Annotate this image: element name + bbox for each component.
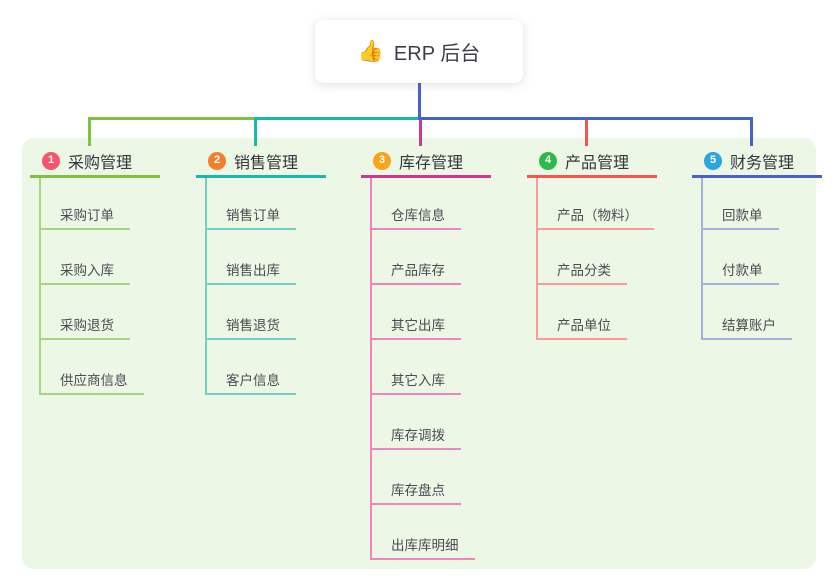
branch-number-badge: 4 [539,151,557,170]
child-node[interactable]: 结算账户 [702,314,792,340]
child-node[interactable]: 出库库明细 [371,534,475,560]
child-rail-1 [39,175,41,395]
child-label: 采购入库 [60,263,114,278]
connector-branch-3-vertical [418,117,422,146]
child-node[interactable]: 付款单 [702,259,779,285]
child-label: 仓库信息 [391,208,445,223]
child-node[interactable]: 采购入库 [40,259,130,285]
child-node[interactable]: 销售退货 [206,314,296,340]
child-node[interactable]: 客户信息 [206,369,296,395]
child-node[interactable]: 产品库存 [371,259,461,285]
child-node[interactable]: 产品单位 [537,314,627,340]
branch-number-badge: 5 [704,151,722,170]
branch-title: 库存管理 [399,154,464,172]
child-node[interactable]: 其它入库 [371,369,461,395]
branch-node-2[interactable]: 2 销售管理 [196,146,326,178]
child-rail-3 [370,175,372,560]
branch-title: 财务管理 [730,154,795,172]
child-label: 产品（物料） [557,208,638,223]
mindmap-panel [22,138,816,569]
branch-number-badge: 1 [42,151,60,170]
child-label: 供应商信息 [60,373,128,388]
child-rail-4 [536,175,538,340]
child-rail-2 [205,175,207,395]
child-label: 库存调拨 [391,428,445,443]
connector-branch-2-horizontal [253,117,421,120]
child-label: 付款单 [722,263,763,278]
child-label: 客户信息 [226,373,280,388]
branch-number-badge: 3 [373,151,391,170]
connector-branch-1-vertical [87,117,91,146]
child-node[interactable]: 产品（物料） [537,204,654,230]
child-node[interactable]: 库存调拨 [371,424,461,450]
child-label: 产品分类 [557,263,611,278]
child-node[interactable]: 供应商信息 [40,369,144,395]
child-label: 销售退货 [226,318,280,333]
connector-branch-5-vertical [749,117,753,146]
branch-title: 销售管理 [234,154,299,172]
root-node[interactable]: 👍 ERP 后台 [315,20,523,83]
branch-title: 采购管理 [68,154,133,172]
branch-title: 产品管理 [565,154,630,172]
child-node[interactable]: 回款单 [702,204,779,230]
branch-node-1[interactable]: 1 采购管理 [30,146,160,178]
child-label: 采购退货 [60,318,114,333]
child-node[interactable]: 销售订单 [206,204,296,230]
child-label: 产品单位 [557,318,611,333]
thumbs-up-icon: 👍 [357,40,384,63]
child-label: 库存盘点 [391,483,445,498]
connector-trunk [418,83,421,120]
child-label: 其它出库 [391,318,445,333]
child-label: 销售出库 [226,263,280,278]
child-rail-5 [701,175,703,340]
child-node[interactable]: 产品分类 [537,259,627,285]
child-label: 结算账户 [722,318,776,333]
child-label: 销售订单 [226,208,280,223]
branch-number-badge: 2 [208,151,226,170]
branch-node-3[interactable]: 3 库存管理 [361,146,491,178]
child-node[interactable]: 采购订单 [40,204,130,230]
connector-branch-2-vertical [253,117,257,146]
connector-branch-5-horizontal [418,117,753,120]
child-node[interactable]: 仓库信息 [371,204,461,230]
root-label: ERP 后台 [393,43,481,65]
child-label: 回款单 [722,208,763,223]
branch-node-5[interactable]: 5 财务管理 [692,146,822,178]
branch-node-4[interactable]: 4 产品管理 [527,146,657,178]
child-label: 采购订单 [60,208,114,223]
child-node[interactable]: 销售出库 [206,259,296,285]
child-label: 产品库存 [391,263,445,278]
child-label: 其它入库 [391,373,445,388]
child-node[interactable]: 库存盘点 [371,479,461,505]
connector-branch-4-vertical [584,117,588,146]
child-node[interactable]: 其它出库 [371,314,461,340]
child-node[interactable]: 采购退货 [40,314,130,340]
child-label: 出库库明细 [391,538,459,553]
